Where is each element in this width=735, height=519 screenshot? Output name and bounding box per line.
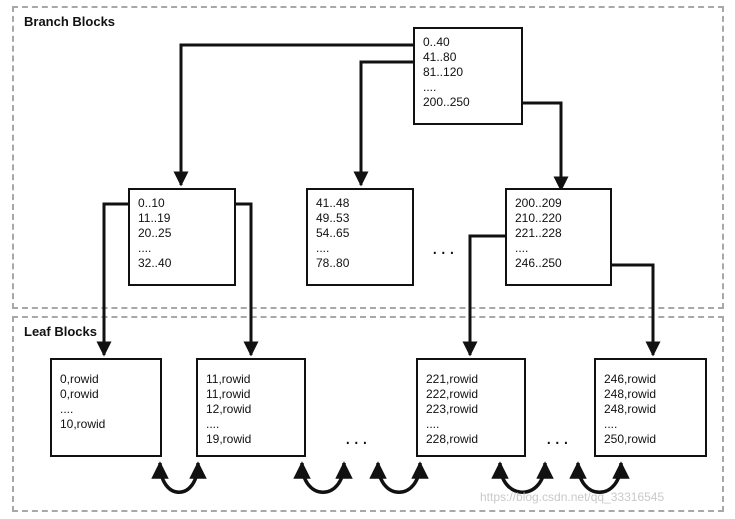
leaf-link-4-arrow <box>491 461 554 494</box>
root-range-line: 0..40 <box>423 35 450 49</box>
branch-range-line: 49..53 <box>316 211 350 225</box>
branch-range-line: .... <box>515 241 529 255</box>
root-range-line: 81..120 <box>423 65 464 79</box>
leaf-entry-line: .... <box>426 417 440 431</box>
branch-range-line: 20..25 <box>138 226 172 240</box>
branch-3-to-leaf-3-arrow <box>462 234 505 357</box>
leaf-block-1: 0,rowid 0,rowid .... 10,rowid <box>50 358 162 457</box>
leaf-link-2-arrow <box>293 461 353 494</box>
branch-blocks-region <box>12 6 724 309</box>
branch-block-3: 200..209 210..220 221..228 .... 246..250 <box>505 188 612 286</box>
root-range-line: .... <box>423 80 437 94</box>
branch-range-line: 221..228 <box>515 226 562 240</box>
branch-ellipsis: ... <box>432 237 458 259</box>
branch-block-1: 0..10 11..19 20..25 .... 32..40 <box>128 188 236 286</box>
leaf-entry-line: 222,rowid <box>426 387 479 401</box>
root-range-line: 41..80 <box>423 50 457 64</box>
root-to-branch-1-arrow <box>173 43 413 187</box>
leaf-block-2: 11,rowid 11,rowid 12,rowid .... 19,rowid <box>196 358 306 457</box>
branch-range-line: 246..250 <box>515 256 562 270</box>
branch-range-line: .... <box>316 241 330 255</box>
leaf-entry-line: 0,rowid <box>60 387 99 401</box>
leaf-entry-line: 221,rowid <box>426 372 479 386</box>
branch-1-to-leaf-2-arrow <box>236 202 259 357</box>
root-range-line: 200..250 <box>423 95 470 109</box>
root-to-branch-2-arrow <box>353 60 413 187</box>
branch-blocks-label: Branch Blocks <box>24 14 116 29</box>
leaf-entry-line: 12,rowid <box>206 402 252 416</box>
branch-1-to-leaf-1-arrow <box>96 202 128 357</box>
leaf-entry-line: .... <box>604 417 618 431</box>
root-to-branch-3-arrow <box>523 101 569 192</box>
leaf-entry-line: 223,rowid <box>426 402 479 416</box>
leaf-entry-line: 11,rowid <box>206 372 251 386</box>
leaf-entry-line: 248,rowid <box>604 402 657 416</box>
leaf-entry-line: 10,rowid <box>60 417 106 431</box>
leaf-entry-line: 228,rowid <box>426 432 479 446</box>
leaf-entry-line: 11,rowid <box>206 387 251 401</box>
leaf-block-3: 221,rowid 222,rowid 223,rowid .... 228,r… <box>416 358 526 457</box>
leaf-link-1-arrow <box>151 461 207 494</box>
branch-range-line: 54..65 <box>316 226 350 240</box>
branch-range-line: 0..10 <box>138 196 165 210</box>
leaf-entry-line: .... <box>60 402 74 416</box>
leaf-entry-line: 246,rowid <box>604 372 657 386</box>
branch-range-line: 78..80 <box>316 256 350 270</box>
leaf-entry-line: 248,rowid <box>604 387 657 401</box>
leaf-block-4: 246,rowid 248,rowid 248,rowid .... 250,r… <box>594 358 707 457</box>
leaf-ellipsis-2: ... <box>546 427 572 449</box>
leaf-blocks-label: Leaf Blocks <box>24 324 97 339</box>
leaf-entry-line: .... <box>206 417 220 431</box>
branch-range-line: .... <box>138 241 152 255</box>
leaf-link-5-arrow <box>569 461 630 494</box>
watermark-text: https://blog.csdn.net/qq_33316545 <box>480 490 665 504</box>
branch-range-line: 210..220 <box>515 211 562 225</box>
leaf-entry-line: 19,rowid <box>206 432 252 446</box>
leaf-entry-line: 250,rowid <box>604 432 657 446</box>
branch-range-line: 200..209 <box>515 196 562 210</box>
leaf-ellipsis-1: ... <box>345 427 371 449</box>
root-branch-block: 0..40 41..80 81..120 .... 200..250 <box>413 27 523 125</box>
leaf-entry-line: 0,rowid <box>60 372 99 386</box>
branch-block-2: 41..48 49..53 54..65 .... 78..80 <box>306 188 414 286</box>
leaf-blocks-region <box>12 316 724 512</box>
branch-range-line: 11..19 <box>138 211 171 225</box>
leaf-link-3-arrow <box>369 461 429 494</box>
branch-range-line: 32..40 <box>138 256 172 270</box>
branch-range-line: 41..48 <box>316 196 350 210</box>
branch-3-to-leaf-4-arrow <box>612 263 661 357</box>
